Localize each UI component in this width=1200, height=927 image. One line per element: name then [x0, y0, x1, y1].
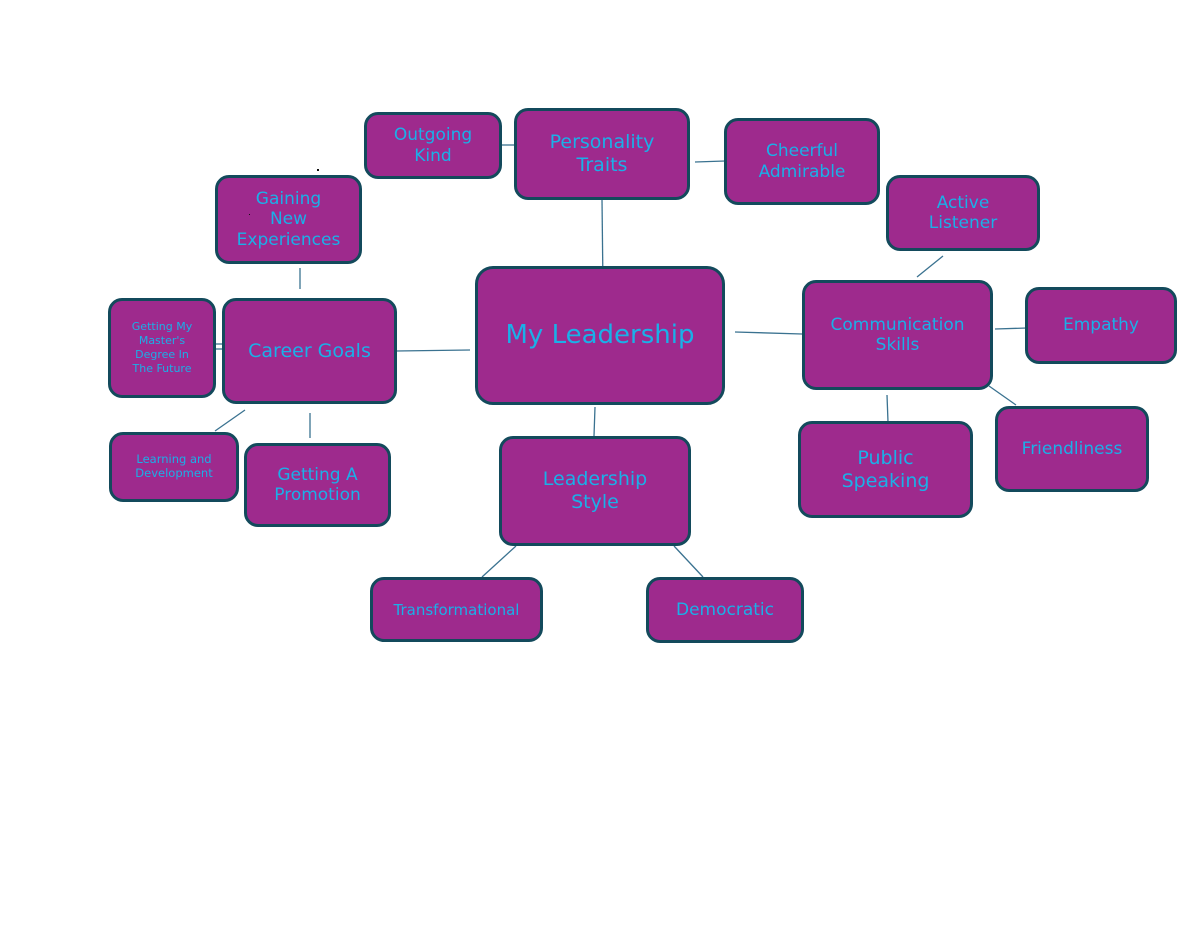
edge-communication-active [916, 255, 944, 278]
node-leadership-style[interactable]: Leadership Style [499, 436, 691, 546]
node-label: Cheerful Admirable [758, 141, 846, 182]
node-label: Outgoing Kind [393, 125, 473, 166]
edge-communication-public [886, 394, 889, 423]
node-active-listener[interactable]: Active Listener [886, 175, 1040, 251]
node-label: Democratic [676, 599, 774, 620]
node-learning-development[interactable]: Learning and Development [109, 432, 239, 502]
node-label: Career Goals [248, 339, 371, 362]
node-career-goals[interactable]: Career Goals [222, 298, 397, 404]
edge-style-democratic [673, 545, 704, 578]
node-democratic[interactable]: Democratic [646, 577, 804, 643]
node-label: Active Listener [928, 192, 998, 233]
node-label: Getting A Promotion [274, 464, 361, 505]
edge-center-leadership-style [593, 406, 596, 437]
edge-personality-cheerful [694, 160, 726, 163]
node-label: My Leadership [505, 319, 695, 350]
node-label: Communication Skills [830, 314, 965, 355]
node-communication-skills[interactable]: Communication Skills [802, 280, 993, 390]
node-gaining-new-experiences[interactable]: Gaining New Experiences [215, 175, 362, 264]
node-label: Gaining New Experiences [236, 188, 341, 250]
node-getting-promotion[interactable]: Getting A Promotion [244, 443, 391, 527]
edge-career-learning [214, 409, 246, 432]
edge-communication-friendliness [988, 385, 1017, 406]
node-masters-degree[interactable]: Getting My Master's Degree In The Future [108, 298, 216, 398]
node-personality-traits[interactable]: Personality Traits [514, 108, 690, 200]
node-public-speaking[interactable]: Public Speaking [798, 421, 973, 518]
node-label: Transformational [393, 600, 520, 619]
node-label: Empathy [1062, 315, 1139, 336]
node-friendliness[interactable]: Friendliness [995, 406, 1149, 492]
node-label: Getting My Master's Degree In The Future [131, 319, 193, 376]
node-my-leadership[interactable]: My Leadership [475, 266, 725, 405]
stray-dot [317, 169, 319, 171]
node-label: Leadership Style [542, 468, 648, 513]
node-label: Learning and Development [135, 452, 213, 480]
node-label: Personality Traits [549, 131, 655, 176]
node-cheerful-admirable[interactable]: Cheerful Admirable [724, 118, 880, 205]
node-label: Friendliness [1021, 439, 1123, 459]
stray-dot [249, 214, 250, 215]
node-label: Public Speaking [841, 446, 930, 492]
edge-center-career [395, 349, 471, 352]
edge-center-communication [734, 331, 803, 335]
edge-style-transformational [481, 545, 517, 578]
node-outgoing-kind[interactable]: Outgoing Kind [364, 112, 502, 179]
node-empathy[interactable]: Empathy [1025, 287, 1177, 364]
node-transformational[interactable]: Transformational [370, 577, 543, 642]
edge-communication-empathy [994, 327, 1028, 330]
